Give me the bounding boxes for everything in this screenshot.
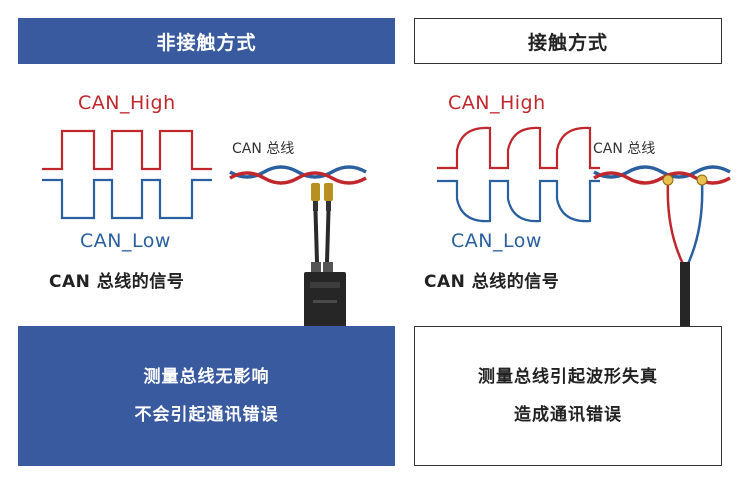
- non-contact-result-line2: 不会引起通讯错误: [134, 405, 279, 425]
- non-contact-probe: [304, 183, 346, 328]
- left-can-high-label: CAN_High: [78, 92, 176, 114]
- left-can-high-wave: [42, 129, 212, 171]
- contact-result-line2: 造成通讯错误: [514, 405, 622, 425]
- left-bus-wire-red: [229, 171, 367, 185]
- left-can-low-wave: [42, 178, 212, 220]
- right-bus-wire-blue: [593, 165, 731, 179]
- contact-result: 测量总线引起波形失真 造成通讯错误: [414, 326, 722, 466]
- right-can-low-wave: [437, 179, 600, 223]
- left-signal-caption: CAN 总线的信号: [49, 272, 185, 292]
- left-bus-wire-blue: [229, 165, 367, 179]
- non-contact-title: 非接触方式: [18, 18, 395, 64]
- right-can-high-label: CAN_High: [448, 92, 546, 114]
- contact-probe: [662, 174, 708, 328]
- non-contact-result: 测量总线无影响 不会引起通讯错误: [18, 326, 395, 466]
- contact-title: 接触方式: [414, 18, 722, 64]
- left-can-low-label: CAN_Low: [80, 230, 171, 252]
- right-bus-label: CAN 总线: [593, 141, 656, 157]
- left-bus-label: CAN 总线: [232, 141, 295, 157]
- right-can-low-label: CAN_Low: [451, 230, 542, 252]
- contact-result-line1: 测量总线引起波形失真: [478, 367, 658, 387]
- right-signal-caption: CAN 总线的信号: [424, 272, 560, 292]
- right-can-high-wave: [437, 126, 600, 170]
- non-contact-result-line1: 测量总线无影响: [143, 367, 270, 387]
